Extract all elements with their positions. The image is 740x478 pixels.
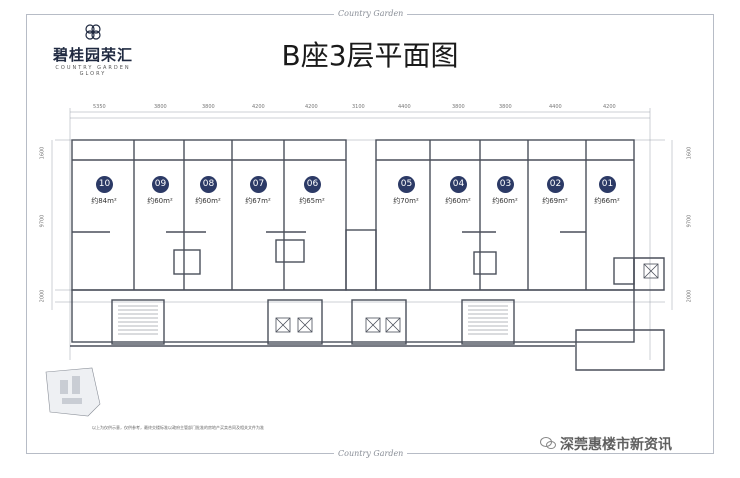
unit-badge-09: 09	[152, 176, 169, 193]
unit-badge-02: 02	[547, 176, 564, 193]
unit-area-04: 约60m²	[445, 197, 471, 205]
unit-area-02: 约69m²	[542, 197, 568, 205]
unit-badge-07: 07	[250, 176, 267, 193]
unit-badge-05: 05	[398, 176, 415, 193]
unit-area-01: 约66m²	[594, 197, 620, 205]
unit-area-07: 约67m²	[245, 197, 271, 205]
unit-area-10: 约84m²	[91, 197, 117, 205]
dim-top-1: 5350	[93, 104, 106, 110]
dim-top-5: 4200	[305, 104, 318, 110]
unit-area-03: 约60m²	[492, 197, 518, 205]
watermark-text: 深莞惠楼市新资讯	[560, 437, 672, 453]
unit-badge-03: 03	[497, 176, 514, 193]
unit-area-06: 约65m²	[299, 197, 325, 205]
brand-sub: GLORY	[79, 71, 107, 77]
frame-script-top: Country Garden	[334, 9, 408, 18]
dim-top-9: 3800	[499, 104, 512, 110]
unit-area-08: 约60m²	[195, 197, 221, 205]
dim-top-10: 4400	[549, 104, 562, 110]
unit-badge-10: 10	[96, 176, 113, 193]
disclaimer-note: 以上为仅供示意，仅供参考，最终交楼标准以政府主管部门批准的房地产买卖合同及相关文…	[92, 425, 264, 430]
brand-name: 碧桂园荣汇	[52, 46, 133, 64]
dim-top-11: 4200	[603, 104, 616, 110]
page-title: B座3层平面图	[281, 39, 459, 72]
brand-name-en: COUNTRY GARDEN	[55, 65, 131, 71]
dim-top-3: 3800	[202, 104, 215, 110]
wechat-icon	[540, 437, 556, 449]
unit-badge-01: 01	[599, 176, 616, 193]
clover-logo-icon	[85, 24, 101, 40]
unit-badge-04: 04	[450, 176, 467, 193]
unit-area-09: 约60m²	[147, 197, 173, 205]
unit-badge-08: 08	[200, 176, 217, 193]
unit-area-05: 约70m²	[393, 197, 419, 205]
dim-top-4: 4200	[252, 104, 265, 110]
dim-top-7: 4400	[398, 104, 411, 110]
frame-script-bottom: Country Garden	[334, 449, 408, 458]
dim-top-2: 3800	[154, 104, 167, 110]
unit-badge-06: 06	[304, 176, 321, 193]
dim-top-6: 3100	[352, 104, 365, 110]
dim-top-8: 3800	[452, 104, 465, 110]
brand-logo: 碧桂园荣汇 COUNTRY GARDEN GLORY	[44, 24, 142, 77]
